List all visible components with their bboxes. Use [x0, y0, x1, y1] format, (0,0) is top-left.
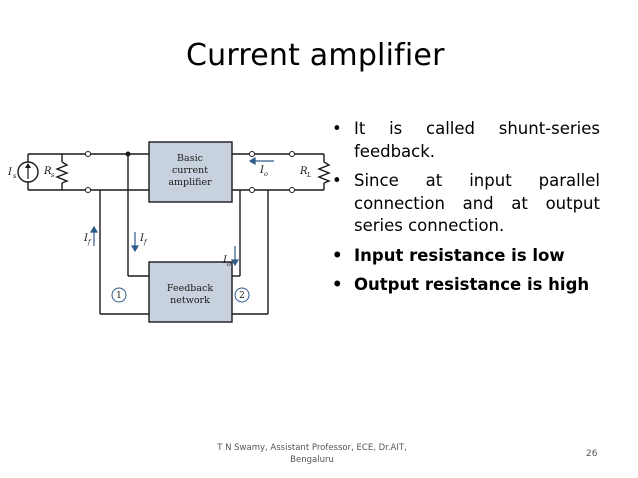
- io-fb-label: I: [222, 255, 228, 266]
- if-left-label: I: [83, 233, 89, 244]
- amplifier-label-line1: Basic: [177, 153, 203, 164]
- bullet-item: Since at input parallel connection and a…: [328, 170, 600, 238]
- bullet-item: Output resistance is high: [328, 274, 600, 297]
- rs-label: R: [43, 166, 52, 177]
- slide-title: Current amplifier: [186, 38, 445, 73]
- io-sub: o: [264, 170, 268, 178]
- bullet-list: It is called shunt-series feedback. Sinc…: [328, 118, 600, 304]
- source-label: I: [7, 167, 13, 178]
- if-right-label: I: [139, 233, 145, 244]
- rs-sub: s: [51, 171, 55, 179]
- amplifier-label-line2: current: [172, 165, 208, 176]
- port-2-label: 2: [239, 291, 245, 301]
- io-fb-sub: o: [227, 260, 231, 268]
- port-1-label: 1: [116, 291, 122, 301]
- rl-sub: L: [306, 171, 311, 179]
- feedback-label-line1: Feedback: [167, 283, 213, 294]
- source-sub: s: [13, 172, 17, 180]
- if-left-sub: f: [87, 238, 92, 246]
- page-number: 26: [586, 449, 598, 459]
- slide-footer: T N Swamy, Assistant Professor, ECE, Dr.…: [217, 443, 407, 465]
- io-label: I: [259, 165, 265, 176]
- amplifier-label-line3: amplifier: [168, 177, 212, 188]
- if-right-sub: f: [143, 238, 148, 246]
- rl-label: R: [299, 166, 308, 177]
- bullet-item: It is called shunt-series feedback.: [328, 118, 600, 163]
- circuit-diagram: 1 2 Basic current amplifier Feedback net…: [4, 128, 334, 342]
- feedback-label-line2: network: [170, 295, 210, 306]
- bullet-item: Input resistance is low: [328, 245, 600, 268]
